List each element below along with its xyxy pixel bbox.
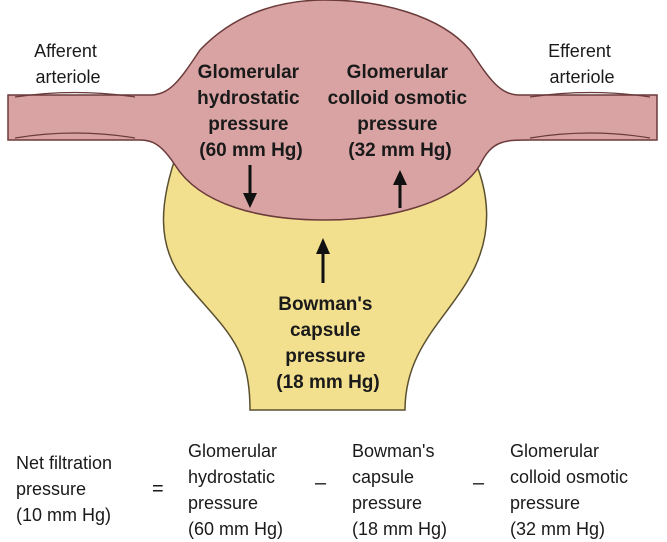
efferent-lumen-top: [529, 91, 651, 98]
arrow-ghp-down: [243, 165, 257, 208]
eq-net-filtration: Net filtration pressure (10 mm Hg): [16, 453, 113, 525]
eq-minus-sign-2: –: [473, 472, 485, 494]
afferent-lumen-top: [14, 91, 136, 98]
glomerulus-diagram: Afferent arteriole Efferent arteriole Gl…: [7, 0, 658, 411]
afferent-label: Afferent arteriole: [34, 41, 102, 87]
eq-term-ghp: Glomerular hydrostatic pressure (60 mm H…: [188, 441, 284, 539]
eq-minus-sign-1: –: [315, 472, 327, 494]
efferent-label: Efferent arteriole: [548, 41, 616, 87]
arrow-gcop-up: [393, 170, 407, 208]
gcop-label: Glomerular colloid osmotic pressure (32 …: [328, 62, 473, 161]
eq-equals-sign: =: [152, 478, 164, 500]
afferent-lumen-bottom: [14, 132, 136, 139]
eq-term-gcop: Glomerular colloid osmotic pressure (32 …: [510, 441, 629, 539]
bowmans-capsule: [162, 149, 488, 411]
ghp-label: Glomerular hydrostatic pressure (60 mm H…: [197, 62, 305, 161]
arrow-bcp-up: [316, 238, 330, 283]
eq-term-bcp: Bowman's capsule pressure (18 mm Hg): [352, 441, 448, 539]
efferent-lumen-bottom: [529, 132, 651, 139]
bcp-label: Bowman's capsule pressure (18 mm Hg): [276, 294, 379, 393]
glomerulus-vessel: [7, 0, 658, 221]
